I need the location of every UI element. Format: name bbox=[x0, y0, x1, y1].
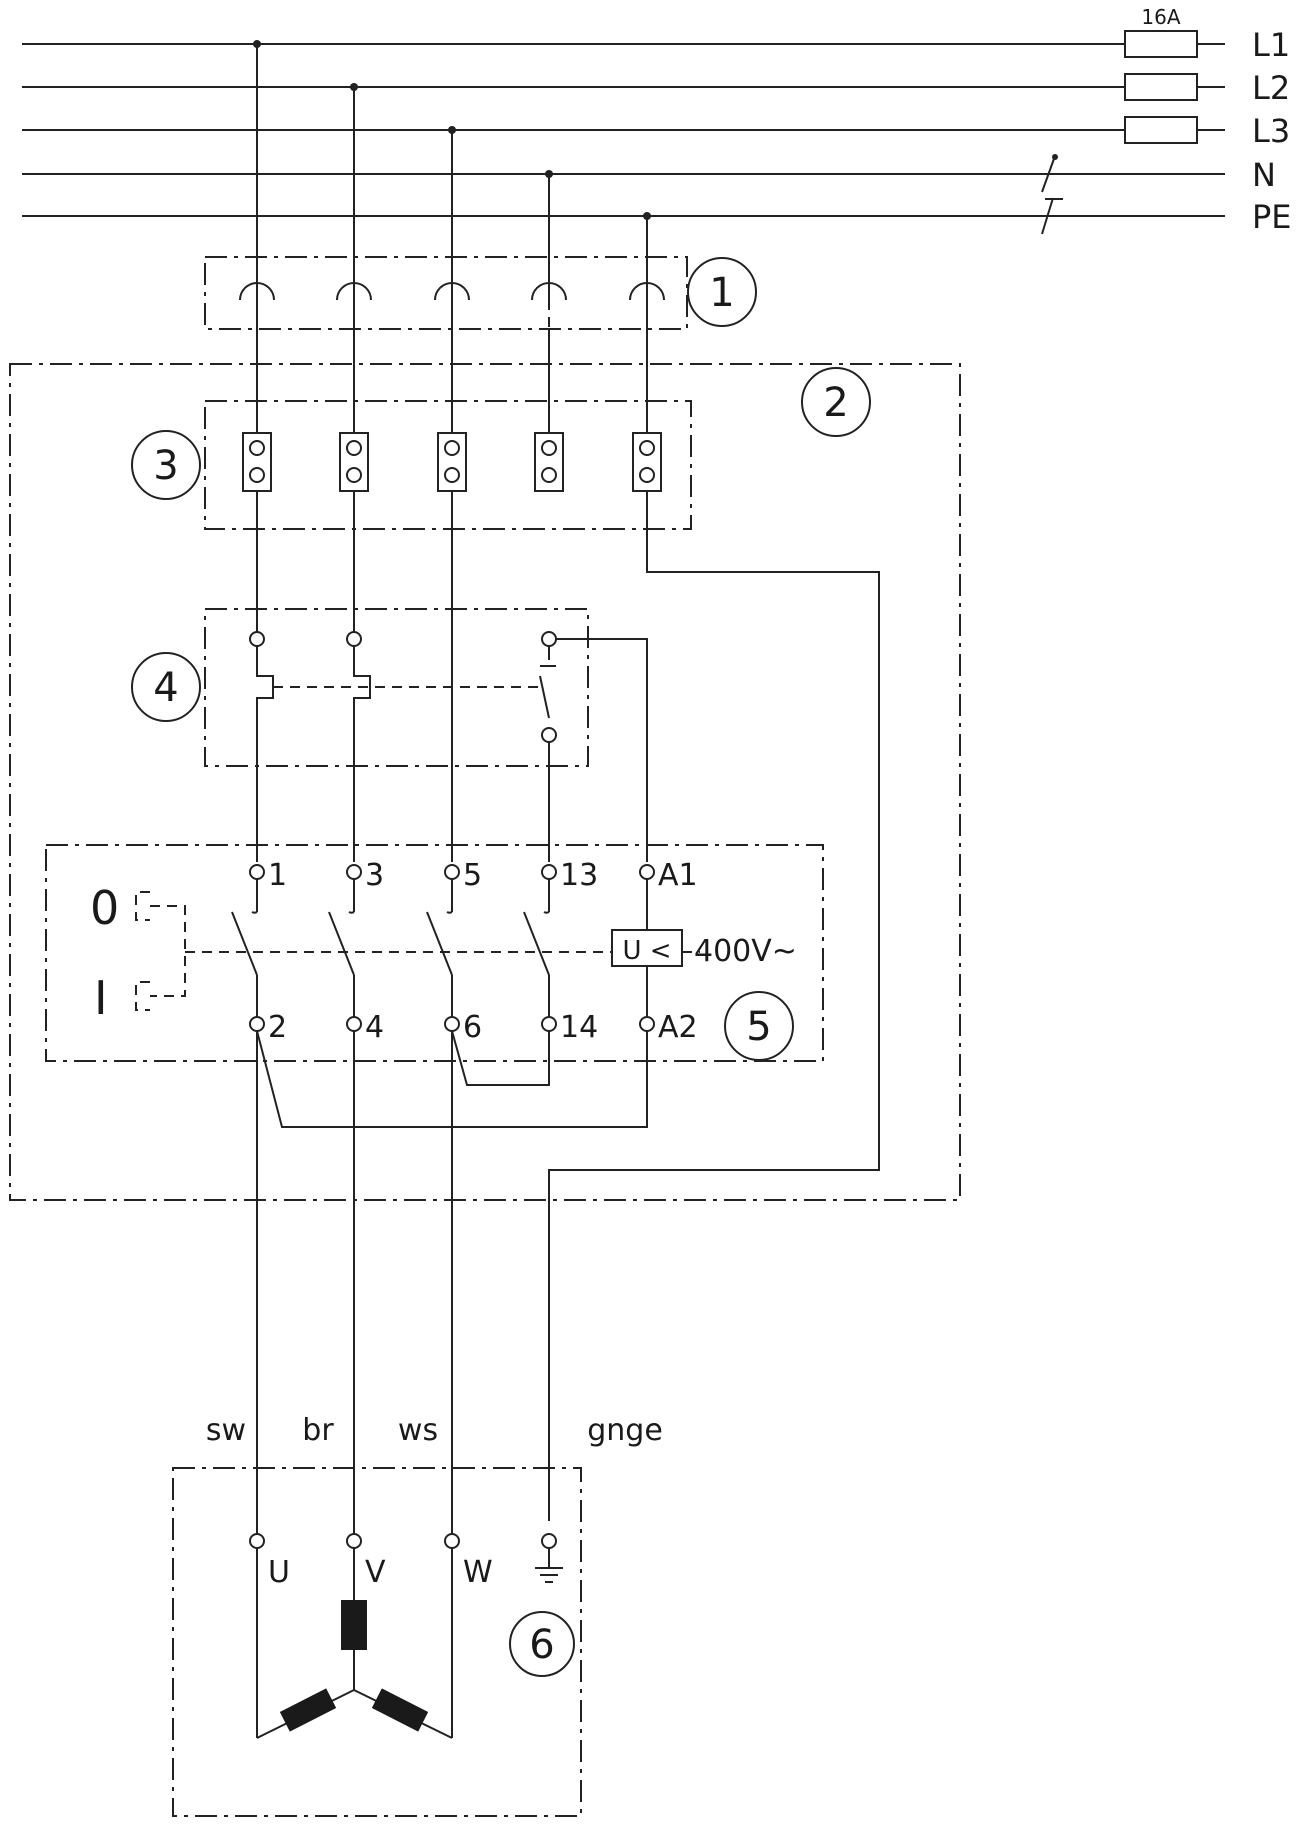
callout-2: 2 bbox=[823, 380, 848, 426]
switch-terminal-a1: A1 bbox=[658, 858, 698, 893]
switch-terminal-4: 4 bbox=[365, 1010, 384, 1045]
switch-handle-link bbox=[150, 905, 186, 997]
switch-contact-1 bbox=[231, 911, 258, 976]
switch-contact-3 bbox=[328, 911, 355, 976]
conductors-upper bbox=[256, 44, 648, 433]
wire-color-sw: sw bbox=[206, 1413, 246, 1448]
neutral-slash-dot bbox=[1052, 154, 1058, 160]
line-label-n: N bbox=[1252, 156, 1276, 194]
terminal-clamp-l3 bbox=[437, 432, 467, 492]
switch-contact-5 bbox=[426, 911, 453, 976]
terminal-block-box bbox=[204, 400, 692, 530]
motor-terminal-v bbox=[346, 1533, 362, 1549]
fuse-l3 bbox=[1124, 116, 1198, 144]
callout-3: 3 bbox=[153, 443, 178, 489]
switch-contact-13 bbox=[523, 911, 550, 976]
terminal-clamp-l1 bbox=[242, 432, 272, 492]
winding-v bbox=[341, 1600, 367, 1650]
switch-handle-on bbox=[135, 981, 150, 1011]
switch-terminal-6: 6 bbox=[463, 1010, 482, 1045]
enclosure-box bbox=[9, 363, 961, 1201]
overload-element-l1 bbox=[256, 646, 274, 862]
switch-terminal-14: 14 bbox=[560, 1010, 598, 1045]
line-label-l2: L2 bbox=[1252, 69, 1290, 107]
bridge-6-14 bbox=[451, 1030, 550, 1086]
main-switch-box bbox=[45, 844, 824, 1062]
switch-terminal-5: 5 bbox=[463, 858, 482, 893]
motor-terminal-u bbox=[249, 1533, 265, 1549]
motor-protection-box bbox=[204, 608, 589, 767]
winding-u bbox=[279, 1688, 337, 1732]
overload-contact-bottom bbox=[541, 727, 557, 743]
switch-terminal-13: 13 bbox=[560, 858, 598, 893]
switch-terminal-a2: A2 bbox=[658, 1010, 698, 1045]
line-label-l3: L3 bbox=[1252, 112, 1290, 150]
motor-label-u: U bbox=[268, 1555, 290, 1590]
wire-color-labels: sw br ws gnge bbox=[206, 1413, 663, 1448]
terminal-clamp-n bbox=[534, 432, 564, 492]
callout-4-circle bbox=[131, 652, 201, 722]
callout-6: 6 bbox=[529, 1622, 554, 1668]
plug-connector: 1 bbox=[204, 256, 757, 330]
undervoltage-label: U < bbox=[622, 936, 671, 966]
terminal-clamp-l2 bbox=[339, 432, 369, 492]
plug-box bbox=[204, 256, 688, 330]
overload-terminal-l1 bbox=[249, 631, 265, 647]
line-label-l1: L1 bbox=[1252, 26, 1290, 64]
switch-terminal-3: 3 bbox=[365, 858, 384, 893]
switch-on-label: I bbox=[94, 971, 108, 1025]
motor-label-w: W bbox=[463, 1555, 493, 1590]
motor-label-v: V bbox=[365, 1555, 386, 1590]
line-label-pe: PE bbox=[1252, 198, 1292, 236]
wire-color-ws: ws bbox=[398, 1413, 438, 1448]
voltage-label: 400V~ bbox=[694, 934, 797, 969]
supply-bus: 16A L1 L2 L3 N PE bbox=[22, 5, 1292, 236]
motor-terminal-w bbox=[444, 1533, 460, 1549]
switch-terminal-2: 2 bbox=[268, 1010, 287, 1045]
callout-6-circle bbox=[509, 1611, 575, 1677]
earth-icon bbox=[535, 1548, 563, 1583]
overload-contact-top bbox=[541, 631, 557, 647]
motor-box bbox=[172, 1467, 582, 1817]
callout-4: 4 bbox=[153, 665, 178, 711]
switch-terminal-1: 1 bbox=[268, 858, 287, 893]
overload-element-l2 bbox=[353, 646, 371, 862]
fuse-l2 bbox=[1124, 73, 1198, 101]
main-switch: 1 3 5 13 A1 U < 400V~ 0 I bbox=[45, 844, 824, 1062]
callout-5-circle bbox=[724, 991, 794, 1061]
enclosure: 2 bbox=[9, 363, 961, 1201]
wire-color-gnge: gnge bbox=[587, 1413, 663, 1448]
fuse-l1 bbox=[1124, 30, 1198, 58]
callout-5: 5 bbox=[746, 1004, 771, 1050]
pe-slash bbox=[1041, 197, 1054, 235]
winding-w bbox=[371, 1688, 429, 1732]
pe-conductor bbox=[548, 491, 880, 1521]
wire-color-br: br bbox=[302, 1413, 334, 1448]
neutral-slash bbox=[1041, 155, 1056, 193]
callout-1: 1 bbox=[709, 270, 734, 316]
control-wire-a1 bbox=[556, 638, 648, 862]
motor-terminal-pe bbox=[541, 1533, 557, 1549]
motor-protection: 4 bbox=[131, 608, 648, 862]
overload-contact-blade bbox=[539, 675, 550, 719]
callout-3-circle bbox=[131, 430, 201, 500]
switch-handle-off bbox=[135, 891, 150, 921]
motor: U V W 6 bbox=[172, 1467, 582, 1817]
conductors-lower bbox=[256, 1030, 648, 1536]
terminal-block: 3 bbox=[131, 400, 692, 530]
fuse-rating: 16A bbox=[1141, 5, 1180, 29]
terminal-clamp-pe bbox=[632, 432, 662, 492]
bridge-2-a2 bbox=[256, 1030, 648, 1128]
switch-off-label: 0 bbox=[90, 881, 119, 935]
callout-1-circle bbox=[687, 257, 757, 327]
overload-terminal-l2 bbox=[346, 631, 362, 647]
callout-2-circle bbox=[801, 367, 871, 437]
